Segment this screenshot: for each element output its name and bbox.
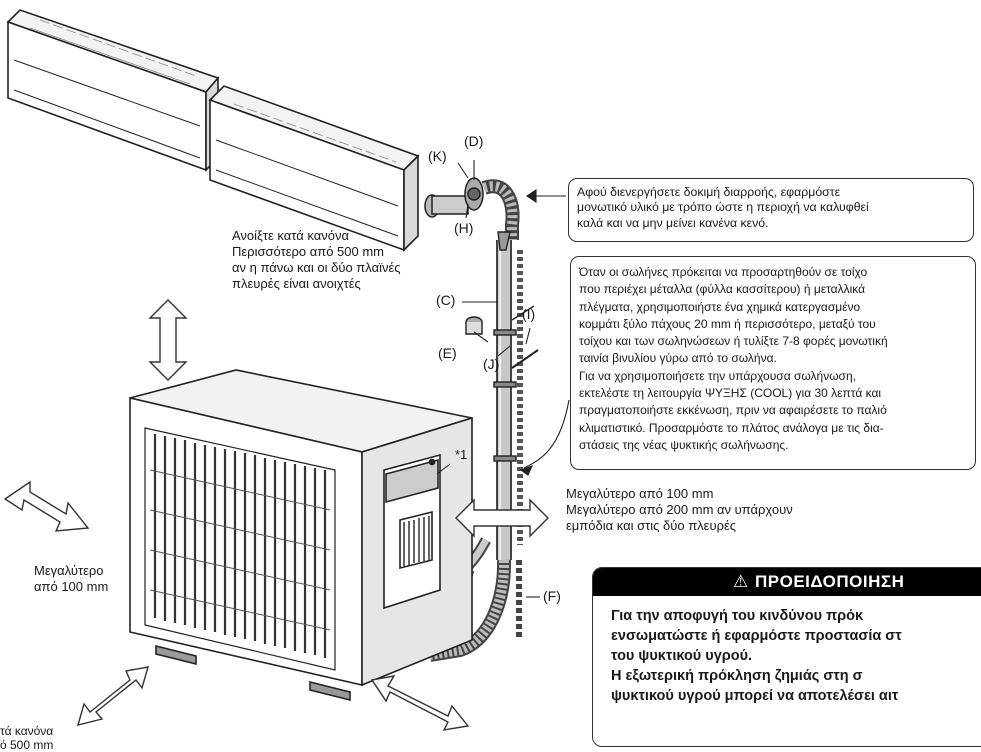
label-part-h: (H) [454, 220, 474, 236]
clearance-bottom-line: ό 500 mm [0, 738, 54, 752]
clearance-left-text: Μεγαλύτερο από 100 mm [34, 563, 108, 595]
piping-note-box: Όταν οι σωλήνες πρόκειται να προσαρτηθού… [570, 256, 976, 470]
label-part-d: (D) [464, 133, 484, 149]
label-part-c: (C) [436, 292, 456, 308]
outdoor-unit [129, 369, 473, 702]
arrow-left [3, 480, 90, 532]
clearance-right-line: εμπόδια και στις δύο πλευρές [566, 518, 737, 533]
arrow-bottom-right [370, 675, 470, 731]
warning-line: Η εξωτερική πρόκληση ζημιάς στη σ [611, 668, 863, 684]
clearance-top-line: αν η πάνω και οι δύο πλαϊνές [232, 260, 401, 275]
clearance-left-line: Μεγαλύτερο [34, 563, 104, 578]
vertical-pipe-bundle [493, 231, 539, 560]
clearance-arrows [3, 299, 549, 731]
piping-note-line: ταινία βινυλίου γύρω από το σωλήνα. [579, 351, 777, 366]
label-part-k: (K) [428, 148, 447, 164]
label-note-1: *1 [455, 447, 468, 462]
insulation-note-line: μονωτικό υλικό με τρόπο ώστε η περιοχή ν… [577, 200, 869, 215]
indoor-unit-right [208, 85, 420, 252]
warning-line: ψυκτικού υγρού μπορεί να αποτελέσει αιτ [611, 688, 899, 704]
warning-line: Για την αποφυγή του κινδύνου πρόκ [611, 608, 864, 624]
warning-body: Για την αποφυγή του κινδύνου πρόκ ενσωμα… [611, 606, 902, 706]
label-part-j: (J) [483, 356, 500, 372]
piping-note-line: Όταν οι σωλήνες πρόκειται να προσαρτηθού… [579, 265, 868, 279]
clearance-bottom-text: τά κανόνα ό 500 mm [0, 724, 53, 752]
piping-note-line: κλιματιστικό. Προσαρμόστε το πλάτος ανάλ… [579, 420, 884, 435]
clearance-left-line: από 100 mm [34, 579, 109, 594]
label-part-f: (F) [543, 588, 561, 604]
warning-triangle-icon: ⚠ [733, 572, 749, 591]
warning-title: ΠΡΟΕΙΔΟΠΟΙΗΣΗ [755, 572, 905, 591]
wall-piping-connection [424, 177, 520, 240]
arrow-bottom-left [76, 666, 149, 726]
piping-note-line: Για να χρησιμοποιήσετε την υπάρχουσα σωλ… [579, 368, 856, 383]
leader-lines [436, 160, 570, 598]
warning-header: ⚠ ΠΡΟΕΙΔΟΠΟΙΗΣΗ [593, 568, 981, 596]
piping-note-line: στάσεις της νέας ψυκτικής σωλήνωσης. [579, 437, 789, 452]
insulation-note-line: Αφού διενεργήσετε δοκιμή διαρροής, εφαρμ… [577, 185, 841, 199]
piping-note-line: εκτελέστε τη λειτουργία ΨΥΞΗΣ (COOL) για… [579, 386, 882, 401]
clearance-right-line: Μεγαλύτερο από 200 mm αν υπάρχουν [566, 502, 793, 517]
piping-note-line: κομμάτι ξύλο πάχους 20 mm ή περισσότερο,… [579, 316, 876, 331]
warning-line: του ψυκτικού υγρού. [611, 648, 753, 664]
clearance-top-line: Περισσότερο από 500 mm [232, 244, 385, 259]
clearance-right-text: Μεγαλύτερο από 100 mm Μεγαλύτερο από 200… [566, 486, 793, 534]
label-part-e: (E) [438, 345, 457, 361]
arrow-top [148, 299, 188, 381]
pipe-saddle-part-e [465, 316, 483, 335]
insulation-note-line: καλά και να μην μείνει κανένα κενό. [577, 215, 769, 230]
clearance-bottom-line: τά κανόνα [0, 724, 54, 738]
indoor-unit-left [6, 9, 220, 172]
clearance-top-line: πλευρές είναι ανοιχτές [232, 276, 361, 291]
clearance-right-line: Μεγαλύτερο από 100 mm [566, 486, 714, 501]
label-part-i: (I) [522, 306, 536, 322]
warning-line: ενσωματώστε ή εφαρμόστε προστασία στ [611, 628, 902, 644]
warning-box: ⚠ ΠΡΟΕΙΔΟΠΟΙΗΣΗ Για την αποφυγή του κινδ… [592, 567, 981, 747]
arrow-right [455, 498, 549, 538]
piping-note-line: που περιέχει μέταλλα (φύλλα κασσίτερου) … [579, 282, 866, 297]
insulation-note-box: Αφού διενεργήσετε δοκιμή διαρροής, εφαρμ… [568, 178, 974, 242]
clearance-top-line: Ανοίξτε κατά κανόνα [232, 228, 349, 243]
piping-note-line: πραγματοποιήστε εκκένωση, πριν να αφαιρέ… [579, 403, 887, 418]
piping-note-line: τοίχου και των σωληνώσεων ή τυλίξτε 7-8 … [579, 334, 888, 349]
piping-note-line: πλέγματα, χρησιμοποιήστε ένα χημικά κατε… [579, 299, 861, 314]
clearance-top-text: Ανοίξτε κατά κανόνα Περισσότερο από 500 … [232, 228, 401, 292]
